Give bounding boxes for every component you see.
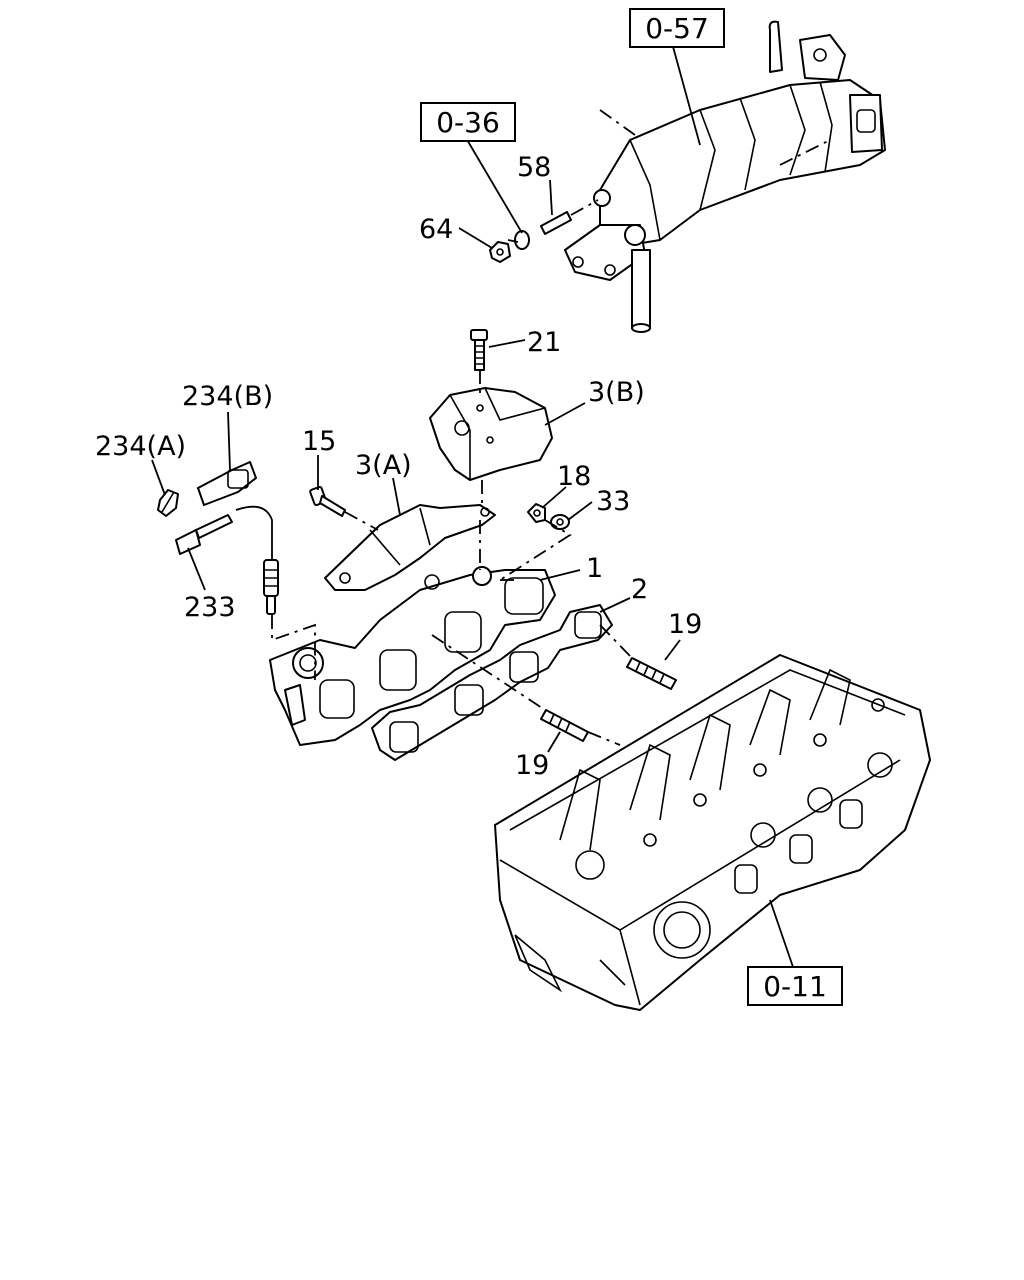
ref-label-0-11: 0-11 [763, 970, 827, 1003]
exhaust-manifold [269, 566, 556, 746]
callout-58: 58 [517, 152, 551, 183]
callout-19-lower: 19 [515, 750, 549, 781]
leader-lines [151, 42, 794, 968]
callout-labels: 58 64 21 3(B) 234(B) 234(A) 15 3(A) 18 3… [95, 152, 702, 781]
nut-18 [527, 503, 546, 523]
ref-box-0-36: 0-36 [420, 102, 516, 142]
callout-1: 1 [586, 553, 603, 584]
stud-58 [540, 211, 572, 235]
callout-233: 233 [184, 592, 236, 623]
callout-2: 2 [631, 574, 648, 605]
callout-33: 33 [596, 486, 630, 517]
stud-19-upper [626, 657, 677, 690]
egr-cooler [564, 20, 886, 333]
bolt-15 [309, 485, 346, 517]
callout-21: 21 [527, 327, 561, 358]
callout-64: 64 [419, 214, 453, 245]
callout-234a: 234(A) [95, 431, 186, 462]
callout-3b: 3(B) [588, 377, 645, 408]
assembly-lines [271, 199, 633, 746]
washer-33 [550, 514, 570, 530]
callout-3a: 3(A) [355, 450, 412, 481]
callout-234b: 234(B) [182, 381, 273, 412]
cylinder-head [494, 654, 931, 1011]
bolt-21 [470, 329, 488, 371]
heat-shield-b [429, 387, 553, 481]
ref-label-0-36: 0-36 [436, 106, 500, 139]
ref-box-0-57: 0-57 [629, 8, 725, 48]
washer-0-36 [514, 230, 530, 250]
manifold-gasket [371, 604, 613, 761]
exhaust-temp-sensor-233 [175, 505, 279, 615]
clip-234a [157, 489, 179, 517]
connector-234b [197, 461, 257, 506]
callout-18: 18 [557, 461, 591, 492]
nut-64 [489, 241, 511, 263]
ref-box-0-11: 0-11 [747, 966, 843, 1006]
callout-19-upper: 19 [668, 609, 702, 640]
callout-15: 15 [302, 426, 336, 457]
stud-19-lower [540, 709, 589, 742]
ref-label-0-57: 0-57 [645, 12, 709, 45]
heat-shield-a [324, 504, 496, 591]
